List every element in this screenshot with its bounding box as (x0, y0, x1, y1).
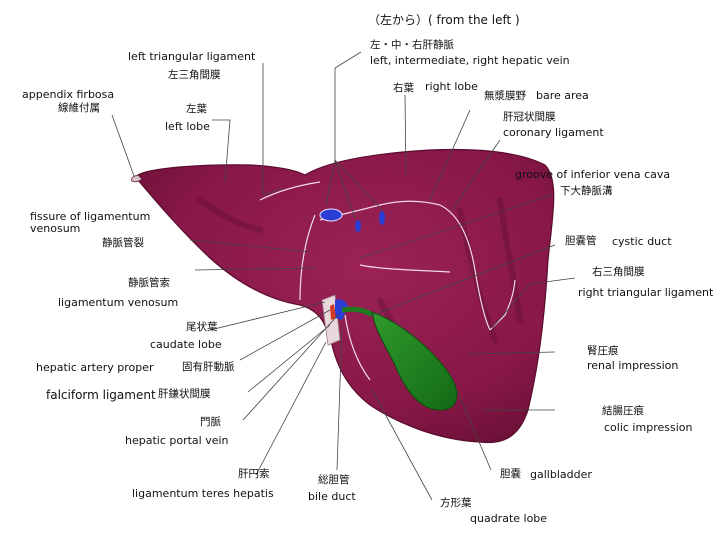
gallbladder-en: gallbladder (530, 468, 592, 481)
portal-vein-en: hepatic portal vein (125, 434, 229, 447)
ligamentum-venosum-ja: 静脈管索 (128, 277, 170, 289)
portal-vein-ja: 門脈 (200, 416, 221, 428)
groove-ivc-en: groove of inferior vena cava (515, 168, 671, 181)
caudate-lobe-en: caudate lobe (150, 338, 222, 351)
view-direction-note: （左から）( from the left ) (368, 13, 520, 27)
left-lobe-en: left lobe (165, 120, 210, 133)
falciform-ligament-en: falciform ligament (46, 388, 156, 402)
bile-duct-en: bile duct (308, 490, 356, 503)
cystic-duct-en: cystic duct (612, 235, 672, 248)
appendix-fibrosa-en: appendix firbosa (22, 88, 115, 101)
quadrate-lobe-en: quadrate lobe (470, 512, 548, 525)
gallbladder-ja: 胆嚢 (500, 468, 521, 480)
hepatic-artery-proper-ja: 固有肝動脈 (182, 361, 235, 373)
left-triangular-ligament-en: left triangular ligament (128, 50, 256, 63)
right-triangular-ligament-en: right triangular ligament (578, 286, 714, 299)
coronary-ligament-ja: 肝冠状間膜 (503, 111, 556, 123)
hepatic-vein-openings (319, 208, 385, 232)
hepatic-veins-en: left, intermediate, right hepatic vein (370, 54, 570, 67)
bare-area-ja: 無漿膜野 (484, 90, 526, 102)
ligamentum-teres-ja: 肝円索 (238, 468, 270, 480)
appendix-fibrosa-ja: 線維付属 (58, 102, 100, 114)
gallbladder-shape (371, 311, 458, 411)
cystic-duct-ja: 胆嚢管 (565, 235, 597, 247)
right-triangular-ligament-ja: 右三角間膜 (592, 266, 645, 278)
left-triangular-ligament-ja: 左三角間膜 (168, 69, 221, 81)
coronary-ligament-en: coronary ligament (503, 126, 604, 139)
left-lobe-ja: 左葉 (186, 103, 207, 115)
fissure-lig-venosum-ja: 静脈管裂 (102, 237, 144, 249)
falciform-ligament-ja: 肝鎌状間膜 (158, 388, 211, 400)
bile-duct-ja: 総胆管 (318, 474, 350, 486)
bare-area-en: bare area (536, 89, 589, 102)
hepatic-veins-ja: 左・中・右肝静脈 (370, 39, 454, 51)
quadrate-lobe-ja: 方形葉 (440, 497, 472, 509)
caudate-lobe-ja: 尾状葉 (186, 321, 218, 333)
leader-lines (111, 51, 576, 501)
fissure-lig-venosum-en-line2: venosum (30, 222, 81, 235)
ligamentum-teres-en: ligamentum teres hepatis (132, 487, 274, 500)
colic-impression-ja: 結腸圧痕 (602, 405, 644, 417)
porta-hepatis (321, 294, 374, 346)
ligamentum-venosum-en: ligamentum venosum (58, 296, 179, 309)
hepatic-artery-proper-en: hepatic artery proper (36, 361, 154, 374)
right-lobe-en: right lobe (425, 80, 478, 93)
fissure-lig-venosum-en-line1: fissure of ligamentum (30, 210, 151, 223)
liver-body (137, 148, 555, 444)
groove-ivc-ja: 下大静脈溝 (560, 185, 613, 197)
colic-impression-en: colic impression (604, 421, 693, 434)
renal-impression-en: renal impression (587, 359, 679, 372)
right-lobe-ja: 右葉 (393, 82, 414, 94)
renal-impression-ja: 腎圧痕 (587, 345, 619, 357)
appendix-fibrosa-shape (131, 174, 143, 183)
